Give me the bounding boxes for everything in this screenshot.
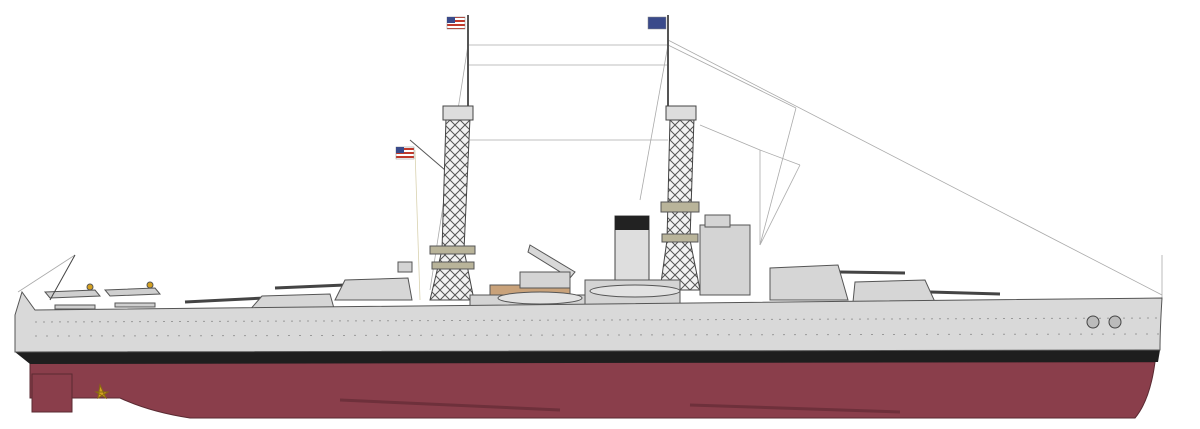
boot-topping [15, 350, 1160, 364]
funnel [614, 215, 650, 289]
turret-fore-1 [769, 264, 906, 301]
turret-aft-2 [274, 277, 413, 301]
turret-fore-2 [852, 279, 1001, 303]
turrets [184, 264, 1001, 313]
aft-cage-mast [429, 117, 475, 301]
rigging [17, 39, 1163, 301]
hull-lower [29, 361, 1156, 419]
seaplanes [43, 254, 162, 310]
mast-poles [409, 15, 669, 171]
hull [14, 290, 1163, 419]
jack-flag-fore [647, 16, 667, 30]
cage-masts [429, 105, 701, 301]
anchor-hawse [1086, 315, 1100, 329]
flags [395, 16, 667, 160]
rudder [31, 373, 73, 413]
hull-upper [14, 290, 1163, 353]
propeller-icon [94, 383, 110, 400]
